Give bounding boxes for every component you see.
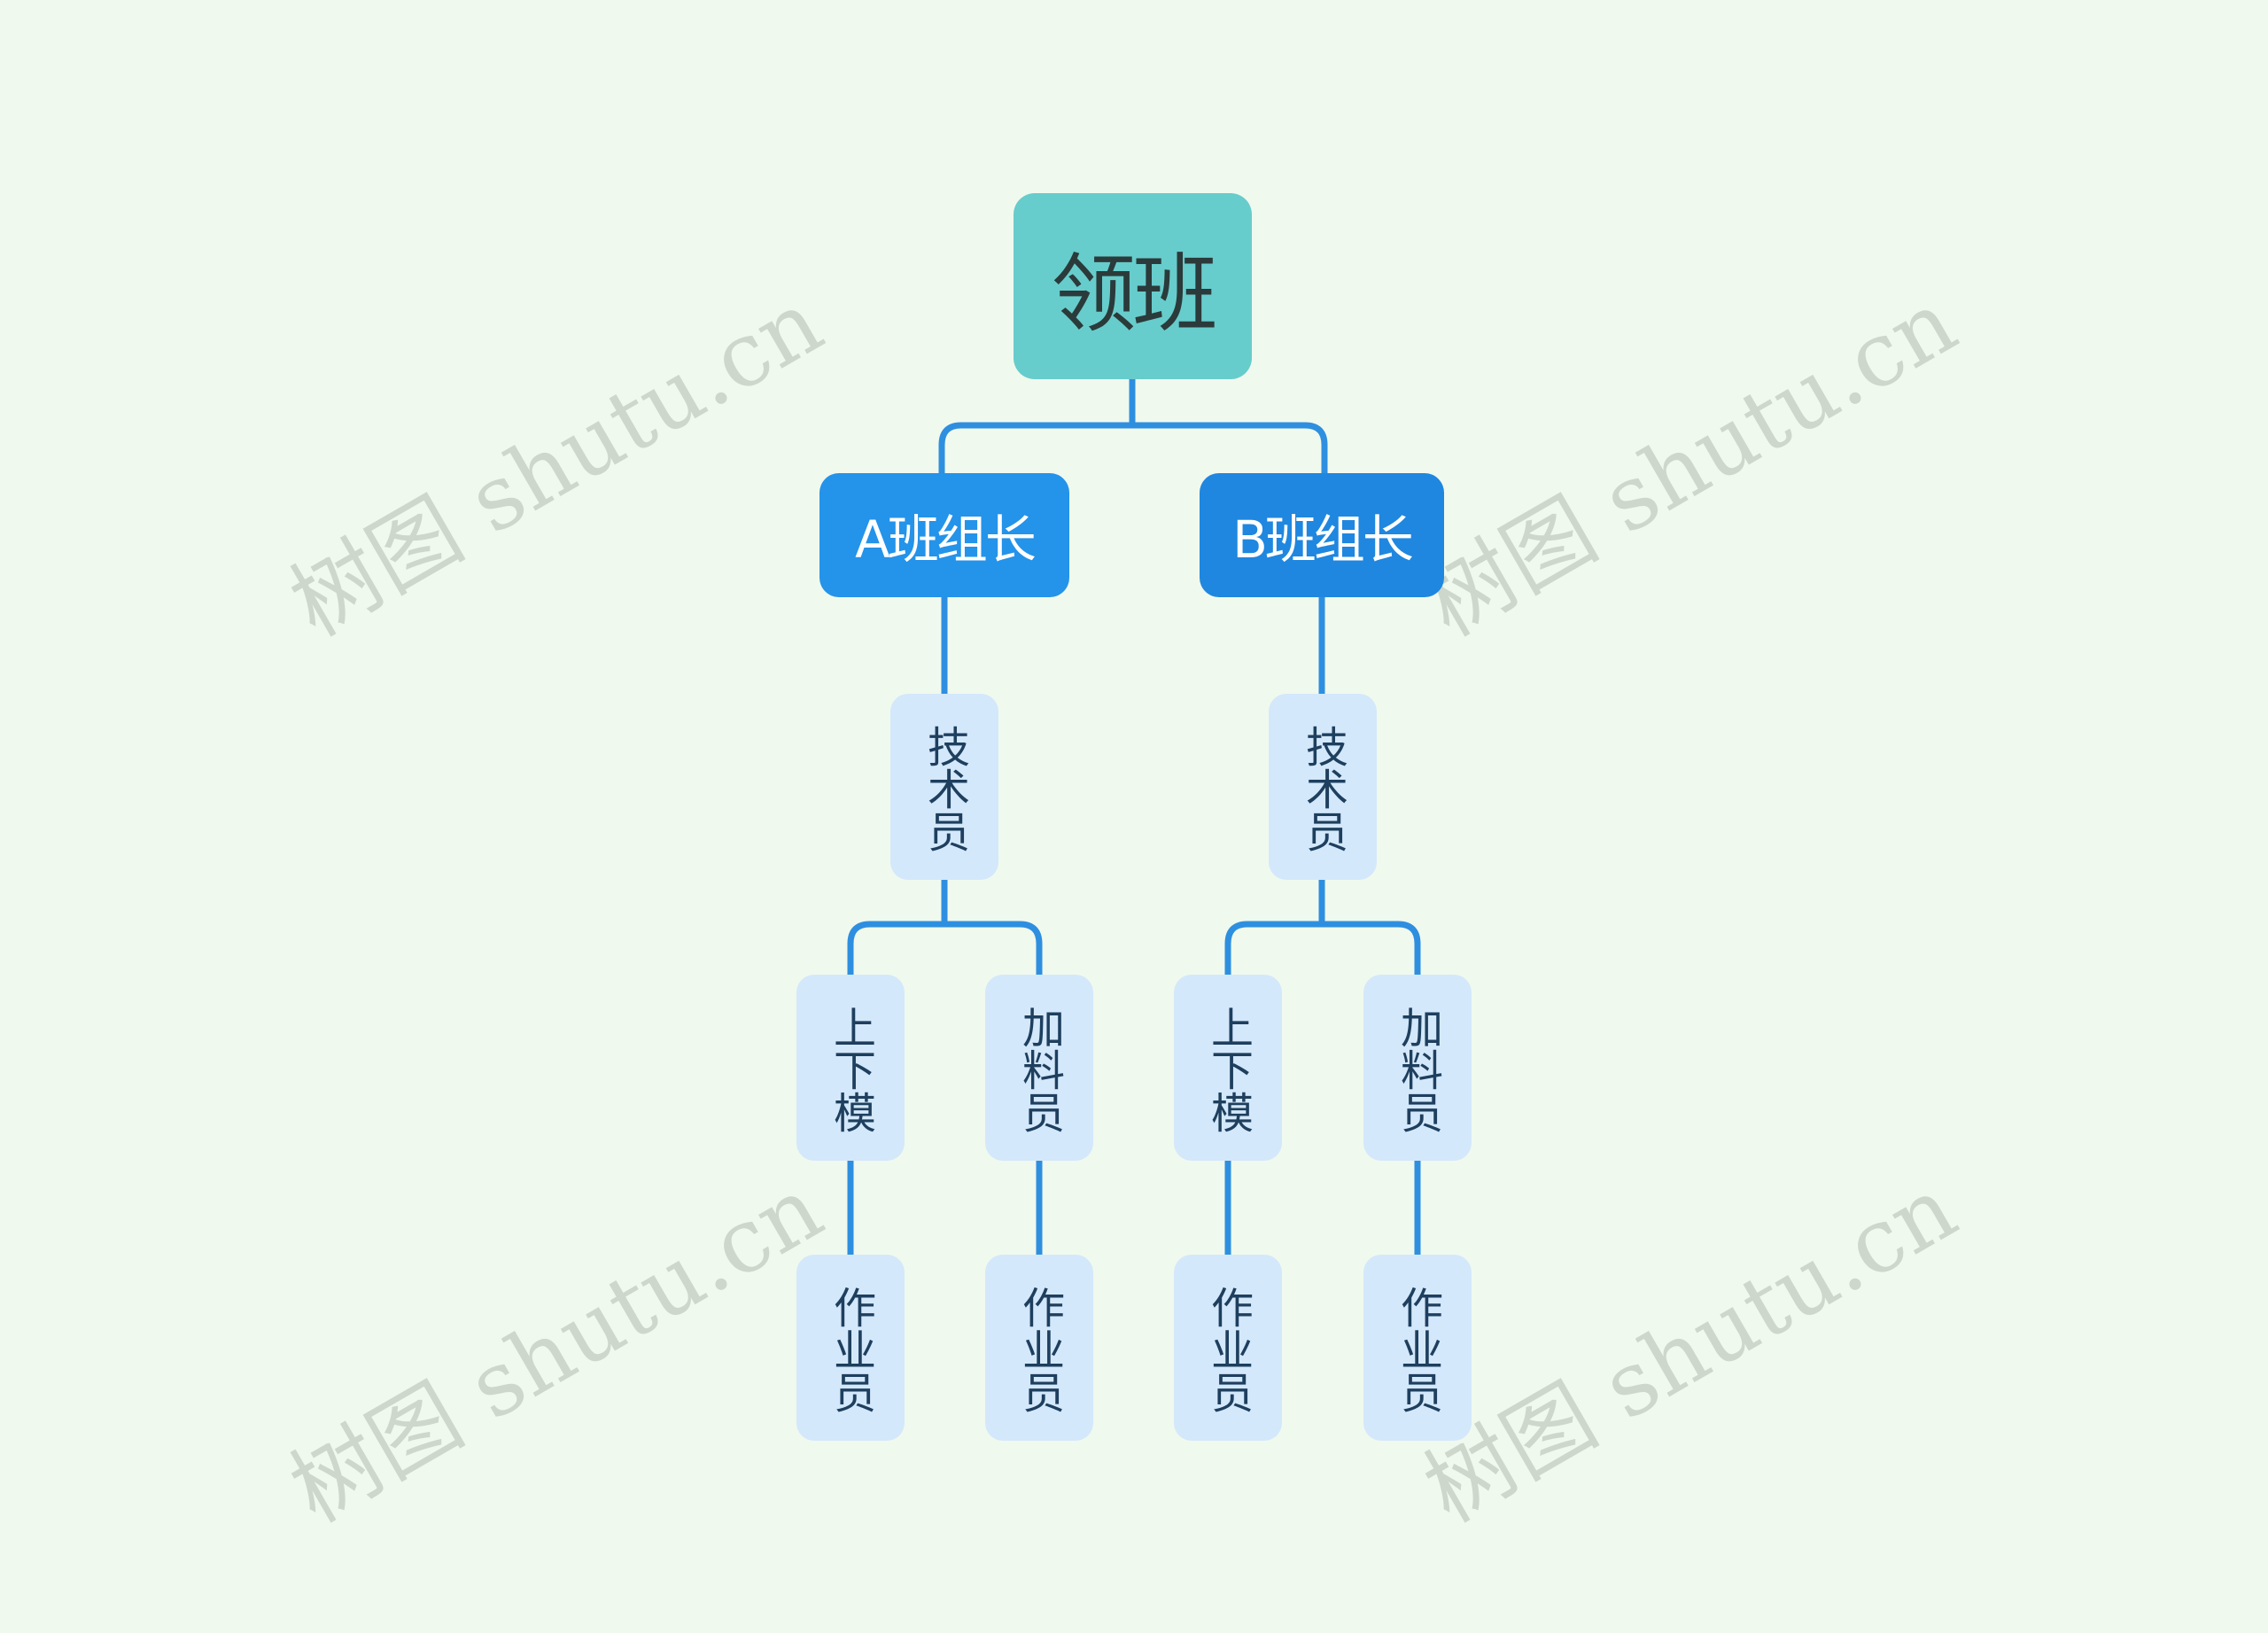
connector-a-tech-to-children bbox=[847, 876, 1043, 978]
feeder-b-label: 加料员 bbox=[1393, 1006, 1442, 1133]
mold-a-node[interactable]: 上下模 bbox=[796, 975, 905, 1161]
worker-a-mold-label: 作业员 bbox=[826, 1286, 875, 1413]
worker-a-feeder-node[interactable]: 作业员 bbox=[985, 1255, 1093, 1441]
worker-a-mold-node[interactable]: 作业员 bbox=[796, 1255, 905, 1441]
mold-b-node[interactable]: 上下模 bbox=[1174, 975, 1282, 1161]
mold-b-label: 上下模 bbox=[1203, 1006, 1253, 1133]
tech-b-label: 技术员 bbox=[1298, 725, 1348, 852]
feeder-a-label: 加料员 bbox=[1014, 1006, 1064, 1133]
root-node-label: 领班 bbox=[1051, 244, 1218, 344]
leader-b-label: B班组长 bbox=[1232, 509, 1414, 570]
tech-a-label: 技术员 bbox=[920, 725, 969, 852]
mold-a-label: 上下模 bbox=[826, 1006, 875, 1133]
worker-b-mold-label: 作业员 bbox=[1203, 1286, 1253, 1413]
leader-a-label: A班组长 bbox=[855, 509, 1037, 570]
worker-b-feeder-node[interactable]: 作业员 bbox=[1363, 1255, 1472, 1441]
connector-root-to-leaders bbox=[938, 376, 1328, 477]
feeder-b-node[interactable]: 加料员 bbox=[1363, 975, 1472, 1161]
leader-a-node[interactable]: A班组长 bbox=[819, 473, 1069, 597]
tech-b-node[interactable]: 技术员 bbox=[1269, 694, 1377, 880]
worker-b-feeder-label: 作业员 bbox=[1393, 1286, 1442, 1413]
connector-b-tech-to-children bbox=[1224, 876, 1421, 978]
worker-b-mold-node[interactable]: 作业员 bbox=[1174, 1255, 1282, 1441]
worker-a-feeder-label: 作业员 bbox=[1014, 1286, 1064, 1413]
feeder-a-node[interactable]: 加料员 bbox=[985, 975, 1093, 1161]
tech-a-node[interactable]: 技术员 bbox=[890, 694, 998, 880]
root-node[interactable]: 领班 bbox=[1014, 193, 1252, 379]
leader-b-node[interactable]: B班组长 bbox=[1200, 473, 1444, 597]
